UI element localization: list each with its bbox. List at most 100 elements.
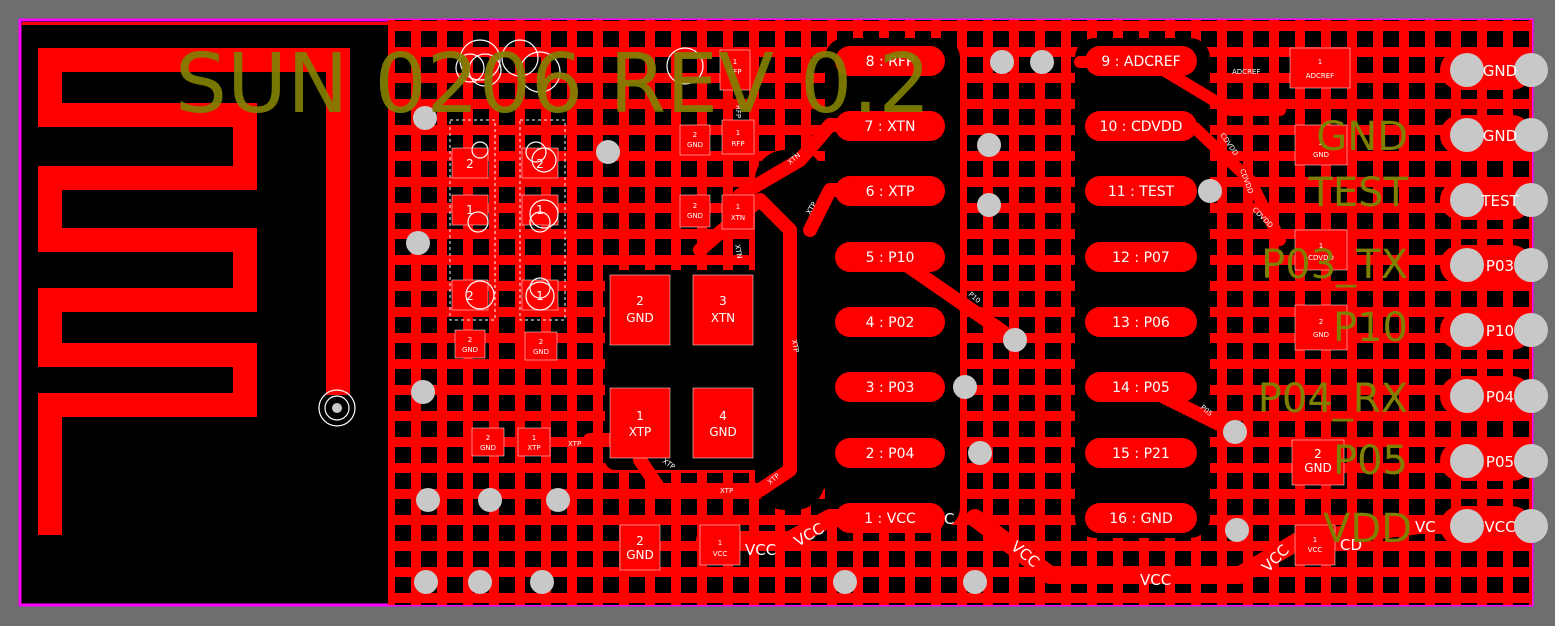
silk-p10: P10	[1333, 305, 1408, 351]
svg-text:XTN: XTN	[731, 214, 745, 222]
svg-text:VCC: VCC	[1140, 571, 1171, 589]
module-pad-2: 2 : P04	[835, 438, 945, 468]
svg-text:1: 1	[636, 409, 644, 423]
svg-text:GND: GND	[462, 346, 478, 354]
svg-text:GND: GND	[480, 444, 496, 452]
svg-text:1: 1	[1319, 242, 1323, 250]
svg-text:1: 1	[532, 434, 536, 442]
svg-text:2: 2	[486, 434, 490, 442]
svg-text:VCC: VCC	[745, 541, 776, 559]
svg-text:CD: CD	[1340, 536, 1362, 554]
svg-text:12 : P07: 12 : P07	[1112, 250, 1170, 266]
module-pad-12: 12 : P07	[1085, 242, 1197, 272]
svg-text:2: 2	[636, 534, 644, 548]
svg-text:GND: GND	[687, 212, 703, 220]
svg-text:1: 1	[536, 289, 544, 303]
smd-c2: 2	[521, 147, 559, 179]
svg-text:14 : P05: 14 : P05	[1112, 380, 1170, 396]
svg-text:RFP: RFP	[734, 105, 742, 118]
svg-text:GND: GND	[687, 141, 703, 149]
silk-gnd: GND	[1316, 114, 1408, 160]
svg-text:GND: GND	[626, 548, 654, 562]
svg-text:GND: GND	[1313, 331, 1329, 339]
vias	[406, 50, 1249, 594]
svg-text:GND: GND	[1483, 127, 1517, 145]
silk-p05: P05	[1333, 438, 1408, 484]
antenna-feed-via	[318, 389, 356, 427]
header-pin-3: TEST	[1440, 180, 1548, 220]
svg-text:VCC: VCC	[1308, 546, 1323, 554]
svg-text:16 : GND: 16 : GND	[1109, 511, 1173, 527]
component-courtyards	[449, 119, 566, 321]
svg-text:1: 1	[736, 129, 740, 137]
silkscreen-title: SUN 0206 REV 0.2	[175, 37, 931, 132]
svg-text:11 : TEST: 11 : TEST	[1108, 184, 1175, 200]
header-pin-8: VCC	[1440, 506, 1548, 546]
module-pad-1: 1 : VCC	[835, 503, 945, 533]
module-pads-left: 8 : RFP 7 : XTN 6 : XTP 5 : P10 4 : P02 …	[835, 46, 945, 533]
meander-antenna	[38, 48, 350, 535]
svg-text:9 : ADCREF: 9 : ADCREF	[1101, 54, 1180, 70]
header-pin-1: GND	[1440, 50, 1548, 90]
svg-text:3 : P03: 3 : P03	[866, 380, 915, 396]
svg-text:4 : P02: 4 : P02	[866, 315, 915, 331]
svg-text:XTN: XTN	[733, 244, 743, 259]
svg-text:VC: VC	[1415, 518, 1436, 536]
module-pad-10: 10 : CDVDD	[1085, 111, 1197, 141]
svg-text:13 : P06: 13 : P06	[1112, 315, 1170, 331]
svg-text:GND: GND	[1483, 62, 1517, 80]
svg-text:2: 2	[1319, 318, 1323, 326]
svg-text:3: 3	[719, 294, 727, 308]
module-pad-9: 9 : ADCREF	[1085, 46, 1197, 76]
module-pad-15: 15 : P21	[1085, 438, 1197, 468]
svg-text:2: 2	[693, 202, 697, 210]
svg-text:2: 2	[1319, 139, 1323, 147]
svg-text:2: 2	[636, 294, 644, 308]
svg-text:1: 1	[466, 203, 474, 217]
svg-text:7 : XTN: 7 : XTN	[865, 119, 916, 135]
svg-text:RFP: RFP	[728, 68, 741, 76]
svg-text:4: 4	[719, 409, 727, 423]
svg-text:5 : P10: 5 : P10	[866, 250, 915, 266]
svg-text:GND: GND	[533, 348, 549, 356]
svg-text:GND: GND	[626, 311, 654, 325]
svg-text:GND: GND	[1313, 151, 1329, 159]
svg-text:2: 2	[466, 157, 474, 171]
module-pad-14: 14 : P05	[1085, 372, 1197, 402]
svg-text:8 : RFP: 8 : RFP	[866, 54, 915, 70]
svg-text:2: 2	[468, 336, 472, 344]
header-pin-6: P04	[1440, 376, 1548, 416]
svg-text:1 : VCC: 1 : VCC	[864, 511, 916, 527]
module-pad-3: 3 : P03	[835, 372, 945, 402]
svg-text:2 : P04: 2 : P04	[866, 446, 915, 462]
svg-text:2: 2	[693, 131, 697, 139]
header-pins: GND GND TEST P03 P10 P04 P05 VCC	[1440, 50, 1548, 546]
svg-text:CDVDD: CDVDD	[1308, 254, 1334, 262]
svg-text:2: 2	[536, 157, 544, 171]
module-pad-4: 4 : P02	[835, 307, 945, 337]
silk-p03-tx: P03_TX	[1261, 242, 1408, 288]
svg-text:GND: GND	[1304, 461, 1332, 475]
module-pad-8: 8 : RFP	[835, 46, 945, 76]
module-pad-7: 7 : XTN	[835, 111, 945, 141]
svg-text:VCC: VCC	[713, 550, 728, 558]
rf-via-outlines	[455, 39, 704, 311]
svg-text:ADCREF: ADCREF	[1232, 68, 1260, 76]
header-pin-2: GND	[1440, 115, 1548, 155]
